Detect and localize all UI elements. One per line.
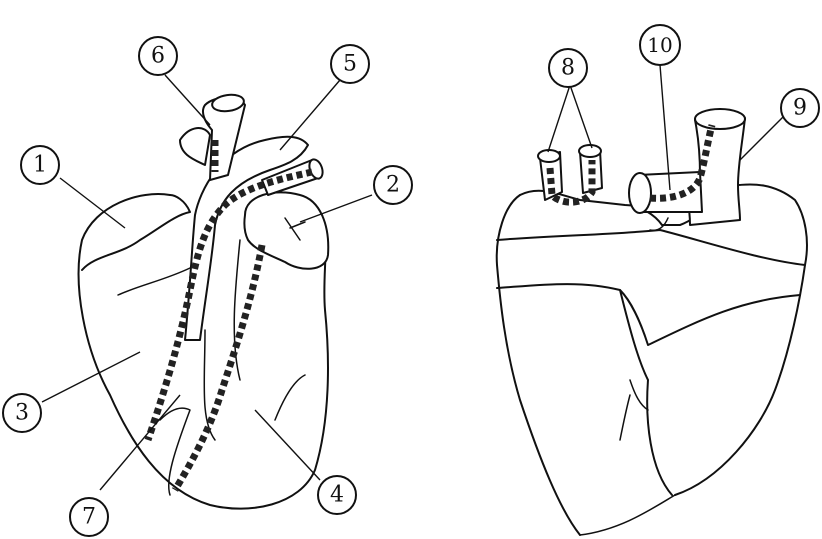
leader-7 [100,395,180,490]
leader-6 [165,75,210,125]
callout-7: 7 [70,498,108,536]
callout-6-label: 6 [151,44,165,69]
aorta-opening [695,109,745,129]
posterior-septum [620,290,672,495]
leader-5 [280,80,340,150]
interventricular-groove [118,268,190,295]
posterior-ventricle-base [580,495,675,535]
callout-3-label: 3 [15,401,29,426]
ventricle-contour-b [160,408,190,495]
posterior-vein-b [620,395,630,440]
callout-6: 6 [139,37,177,75]
ventricle-contour-d [234,240,240,380]
posterior-vein-a [630,380,648,410]
anterior-heart [79,93,329,509]
callout-4: 4 [318,476,356,514]
callout-7-label: 7 [82,505,96,530]
callout-1-label: 1 [33,153,47,178]
callout-5: 5 [331,45,369,83]
leader-1 [60,178,125,228]
leader-4 [255,410,320,480]
coronary-line-anterior [175,245,262,490]
callout-5-label: 5 [343,52,357,77]
leader-10 [660,65,670,190]
callout-10-label: 10 [647,33,672,57]
pulmonary-vein-right-opening [579,145,601,157]
vena-cava-opening [629,173,651,213]
left-branch-stub [180,128,210,165]
leader-3 [42,352,140,402]
right-auricle [82,195,190,270]
leader-lines [42,65,785,490]
ventricle-contour-c [275,375,305,420]
leader-9 [740,115,785,160]
leader-8a [548,85,570,152]
callout-8: 8 [549,49,587,87]
posterior-atria-divider [497,230,805,265]
leader-8b [570,85,592,148]
posterior-heart [497,109,807,535]
coronary-sulcus [497,284,800,345]
pulmonary-vein-left-opening [538,150,560,162]
callout-4-label: 4 [330,483,344,508]
callout-9-label: 9 [793,96,807,121]
callout-8-label: 8 [561,56,575,81]
callout-2: 2 [374,166,412,204]
callout-10: 10 [640,25,680,65]
callout-1: 1 [21,146,59,184]
callout-3: 3 [3,394,41,432]
callout-2-label: 2 [386,173,400,198]
callout-9: 9 [781,89,819,127]
